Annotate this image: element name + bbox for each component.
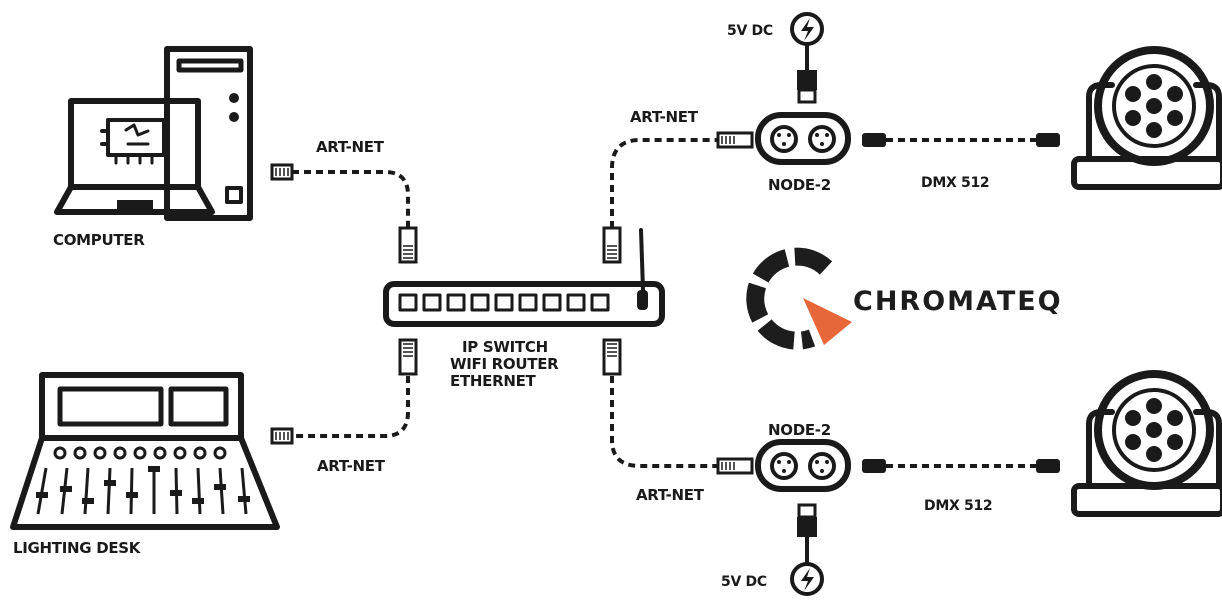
switch-label-line1: IP SWITCH <box>462 338 548 356</box>
lighting-desk-icon <box>10 372 280 530</box>
node-label-top: NODE-2 <box>768 176 831 194</box>
dmx-label-bottom: DMX 512 <box>924 498 992 514</box>
power-label-bottom: 5V DC <box>721 574 767 590</box>
artnet-label-computer: ART-NET <box>316 138 385 156</box>
usb-connector-icon <box>797 503 817 537</box>
node-icon <box>755 439 851 492</box>
rj45-connector-icon <box>716 457 754 475</box>
artnet-cable-node-bottom <box>602 338 754 475</box>
power-cable-top <box>797 43 817 104</box>
rj45-connector-icon <box>398 226 418 264</box>
dmx-cable-bottom <box>862 459 1060 473</box>
computer-icon <box>54 46 253 221</box>
xlr-connector-icon <box>808 125 836 153</box>
moving-head-icon <box>1071 46 1222 190</box>
power-icon <box>790 562 824 596</box>
node-icon <box>755 112 851 165</box>
rj45-connector-icon <box>398 338 418 376</box>
artnet-cable-desk <box>270 338 418 445</box>
lighting-desk-label: LIGHTING DESK <box>13 539 142 557</box>
dmx-label-top: DMX 512 <box>921 175 989 191</box>
xlr-connector-icon <box>770 452 798 480</box>
power-label-top: 5V DC <box>727 23 773 39</box>
usb-connector-icon <box>797 70 817 104</box>
xlr-connector-icon <box>770 125 798 153</box>
dmx-cable-top <box>862 133 1060 147</box>
brand-name: CHROMATEQ <box>853 286 1063 317</box>
switch-label-line3: ETHERNET <box>450 372 537 390</box>
power-cable-bottom <box>797 503 817 564</box>
artnet-cable-node-top <box>602 131 754 264</box>
rj45-connector-icon <box>270 427 294 445</box>
rj45-connector-icon <box>602 226 622 264</box>
artnet-cable-computer <box>270 163 418 264</box>
computer-label: COMPUTER <box>53 231 145 249</box>
artnet-label-node-top: ART-NET <box>630 108 699 126</box>
node-label-bottom: NODE-2 <box>768 421 831 439</box>
power-icon <box>790 12 824 46</box>
rj45-connector-icon <box>270 163 294 181</box>
chromateq-logo-icon <box>746 247 852 350</box>
switch-label-line2: WIFI ROUTER <box>450 355 559 373</box>
moving-head-icon <box>1071 370 1222 517</box>
artnet-label-desk: ART-NET <box>317 457 386 475</box>
rj45-connector-icon <box>602 338 622 376</box>
ip-switch-icon <box>383 228 665 327</box>
xlr-connector-icon <box>808 452 836 480</box>
rj45-connector-icon <box>716 131 754 149</box>
artnet-label-node-bottom: ART-NET <box>636 486 705 504</box>
